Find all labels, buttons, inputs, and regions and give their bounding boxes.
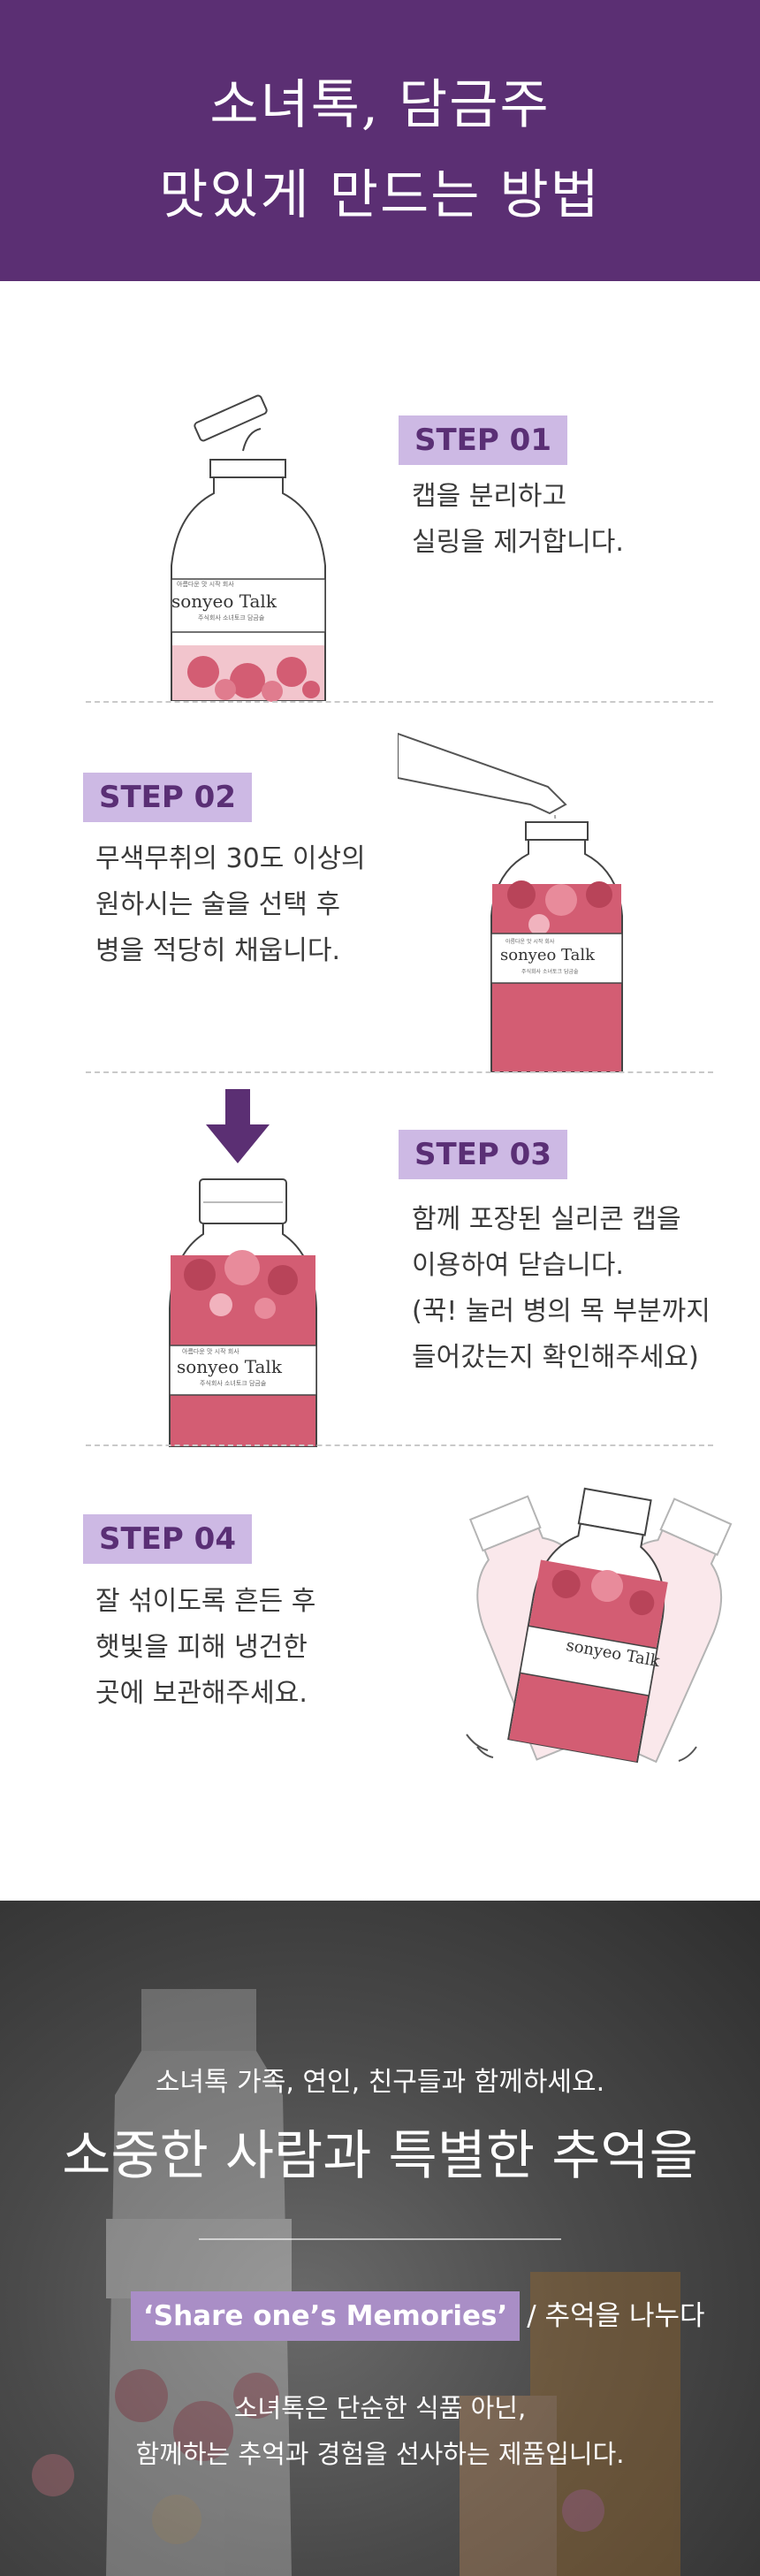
bottle2-logo-sub: 아름다운 맛 시작 회사 bbox=[505, 939, 555, 945]
step-03-line: (꾹! 눌러 병의 목 부분까지 bbox=[412, 1296, 711, 1327]
bottle3-logo-sub: 아름다운 맛 시작 회사 bbox=[182, 1348, 239, 1355]
step-04-line: 햇빛을 피해 냉건한 bbox=[95, 1632, 308, 1663]
shaking-bottles-illustration bbox=[466, 1487, 733, 1764]
step-03-description: 함께 포장된 실리콘 캡을 이용하여 닫습니다. (꾹! 눌러 병의 목 부분까… bbox=[412, 1197, 711, 1381]
pouring-illustration bbox=[398, 732, 623, 1072]
footer-desc-line: 소녀톡은 단순한 식품 아닌, bbox=[233, 2393, 527, 2423]
divider bbox=[86, 1444, 713, 1446]
bottle-silicone-cap-illustration bbox=[169, 1178, 317, 1447]
step-03-label: STEP 03 bbox=[399, 1130, 567, 1179]
divider bbox=[86, 701, 713, 703]
step-03-line: 들어갔는지 확인해주세요) bbox=[412, 1342, 699, 1373]
divider bbox=[86, 1071, 713, 1073]
step-01-line: 캡을 분리하고 bbox=[412, 481, 567, 512]
arrow-down-icon bbox=[206, 1089, 270, 1163]
step-02-line: 병을 적당히 채웁니다. bbox=[95, 935, 341, 966]
bottle1-logo-sub2: 주식회사 소녀토크 담금술 bbox=[198, 614, 265, 621]
step-02-line: 무색무취의 30도 이상의 bbox=[95, 843, 366, 874]
step-04-line: 잘 섞이도록 흔든 후 bbox=[95, 1586, 316, 1617]
footer-headline: 소중한 사람과 특별한 추억을 bbox=[62, 2125, 698, 2187]
footer-intro: 소녀톡 가족, 연인, 친구들과 함께하세요. bbox=[155, 2067, 605, 2098]
bottle3-logo: sonyeo Talk bbox=[177, 1356, 282, 1377]
footer-tag-rest: / 추억을 나누다 bbox=[527, 2300, 705, 2332]
pouring-bottle-icon bbox=[398, 732, 567, 815]
step-02-description: 무색무취의 30도 이상의 원하시는 술을 선택 후 병을 적당히 채웁니다. bbox=[95, 836, 366, 974]
header-title-line1: 소녀톡, 담금주 bbox=[209, 74, 551, 136]
footer-tagline: ‘Share one’s Memories’/ 추억을 나누다 bbox=[131, 2291, 705, 2341]
step-04-label: STEP 04 bbox=[83, 1514, 252, 1564]
header-banner: 소녀톡, 담금주 맛있게 만드는 방법 bbox=[0, 0, 760, 281]
step-01-description: 캡을 분리하고 실링을 제거합니다. bbox=[412, 474, 624, 566]
bottle-open-cap-illustration bbox=[171, 394, 326, 702]
bottle2-logo-sub2: 주식회사 소녀토크 담금술 bbox=[521, 969, 579, 975]
footer-tag-highlight: ‘Share one’s Memories’ bbox=[131, 2291, 521, 2341]
step-02-label: STEP 02 bbox=[83, 773, 252, 822]
step-02-line: 원하시는 술을 선택 후 bbox=[95, 889, 341, 920]
footer-description: 소녀톡은 단순한 식품 아닌, 함께하는 추억과 경험을 선사하는 제품입니다. bbox=[0, 2385, 760, 2477]
step-01-label: STEP 01 bbox=[399, 415, 567, 465]
footer-desc-line: 함께하는 추억과 경험을 선사하는 제품입니다. bbox=[135, 2439, 625, 2469]
bottle1-logo-sub: 아름다운 맛 시작 회사 bbox=[177, 581, 234, 588]
bottle2-logo: sonyeo Talk bbox=[500, 946, 596, 964]
step-03-line: 이용하여 닫습니다. bbox=[412, 1250, 624, 1281]
footer-section: 소녀톡 가족, 연인, 친구들과 함께하세요. 소중한 사람과 특별한 추억을 … bbox=[0, 1901, 760, 2576]
step-04-line: 곳에 보관해주세요. bbox=[95, 1678, 308, 1709]
step-04-description: 잘 섞이도록 흔든 후 햇빛을 피해 냉건한 곳에 보관해주세요. bbox=[95, 1579, 315, 1717]
header-title-line2: 맛있게 만드는 방법 bbox=[159, 164, 601, 226]
bottle3-logo-sub2: 주식회사 소녀토크 담금술 bbox=[200, 1380, 267, 1387]
cap-icon bbox=[194, 394, 268, 442]
bottle1-logo: sonyeo Talk bbox=[171, 591, 277, 612]
step-03-line: 함께 포장된 실리콘 캡을 bbox=[412, 1204, 681, 1235]
footer-divider bbox=[199, 2238, 561, 2240]
step-01-line: 실링을 제거합니다. bbox=[412, 527, 624, 558]
